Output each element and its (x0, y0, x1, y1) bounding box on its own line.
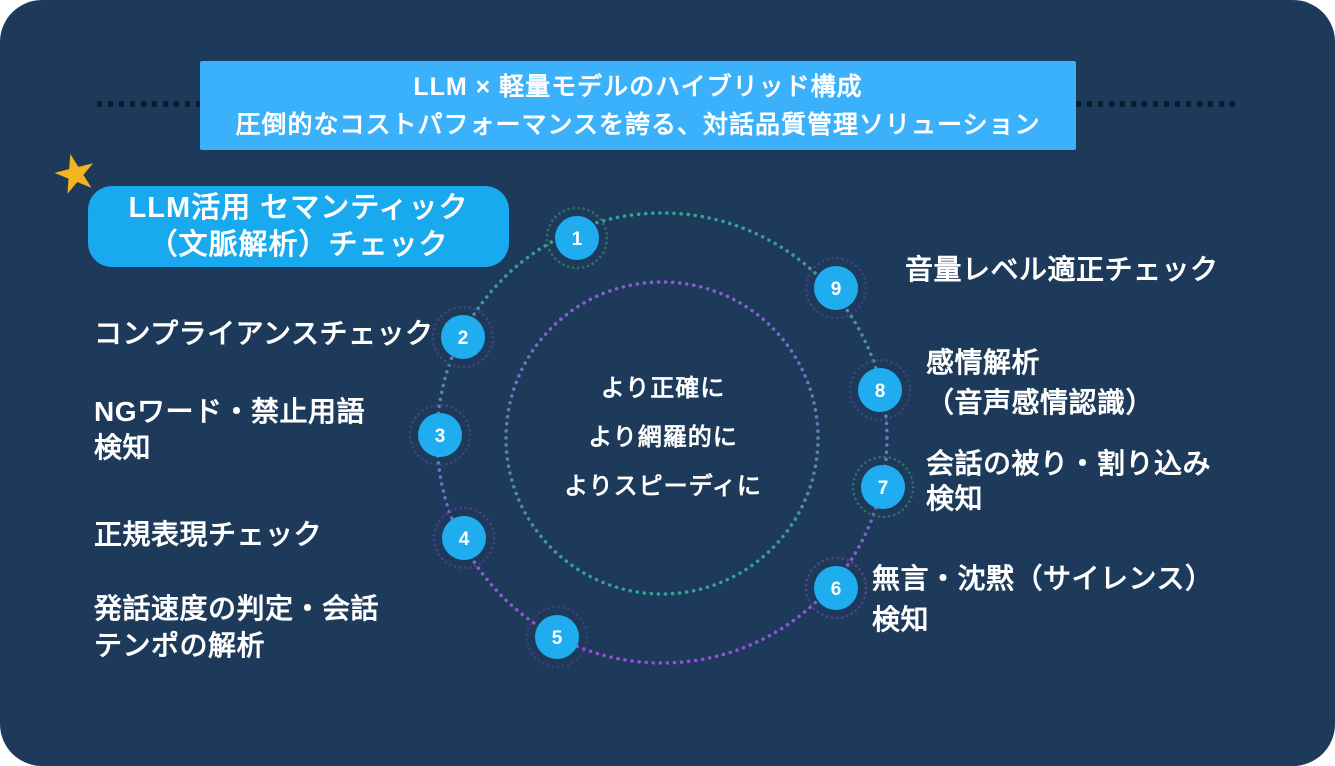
node-5: 5 (525, 605, 589, 669)
outer-dotted-circle (435, 211, 889, 665)
center-benefits-text: より正確に より網羅的に よりスピーディに (540, 364, 786, 511)
feature-item-ng-word-detection: NGワード・禁止用語 検知 (94, 394, 365, 466)
node-circle (555, 216, 599, 260)
feature-item-speech-speed-analysis: 発話速度の判定・会話 テンポの解析 (94, 590, 379, 664)
benefit-line: より網羅的に (588, 424, 738, 451)
feature-item-line: 音量レベル適正チェック (905, 254, 1219, 285)
feature-item-line: 無言・沈黙（サイレンス） (872, 563, 1214, 594)
node-circle (861, 465, 905, 509)
feature-item-overlap-interruption-detection: 会話の被り・割り込み 検知 (926, 446, 1211, 516)
feature-item-line: テンポの解析 (94, 630, 266, 661)
node-dotted-ring (525, 605, 589, 669)
node-circle (441, 315, 485, 359)
banner-line-1: LLM × 軽量モデルのハイブリッド構成 (413, 73, 863, 101)
feature-item-silence-detection: 無言・沈黙（サイレンス） 検知 (872, 558, 1213, 640)
node-9: 9 (804, 256, 868, 320)
node-number: 7 (878, 478, 889, 499)
node-number: 8 (875, 381, 886, 402)
node-dotted-ring (432, 506, 496, 570)
llm-semantic-check-card: LLM活用 セマンティック （文脈解析）チェック (88, 186, 509, 267)
node-dotted-ring (431, 305, 495, 369)
node-number: 9 (831, 279, 842, 300)
feature-item-compliance-check: コンプライアンスチェック (94, 316, 433, 351)
node-6: 6 (804, 556, 868, 620)
node-circle (814, 566, 858, 610)
node-circle (418, 413, 462, 457)
feature-item-line: 検知 (94, 432, 152, 463)
node-dotted-ring (804, 556, 868, 620)
benefit-line: より正確に (600, 375, 726, 402)
node-1: 1 (545, 206, 609, 270)
feature-item-line: 正規表現チェック (94, 519, 323, 550)
node-number: 5 (552, 628, 563, 649)
feature-item-line: 発話速度の判定・会話 (94, 593, 380, 624)
feature-item-regex-check: 正規表現チェック (94, 517, 322, 552)
card-line-2: （文脈解析）チェック (148, 229, 449, 261)
feature-item-line: 会話の被り・割り込み (926, 448, 1212, 479)
feature-item-line: 感情解析 (926, 347, 1041, 378)
node-number: 2 (458, 328, 469, 349)
node-number: 6 (831, 579, 842, 600)
feature-item-volume-level-check: 音量レベル適正チェック (905, 252, 1219, 287)
title-banner: LLM × 軽量モデルのハイブリッド構成 圧倒的なコストパフォーマンスを誇る、対… (200, 61, 1076, 150)
banner-line-2: 圧倒的なコストパフォーマンスを誇る、対話品質管理ソリューション (235, 111, 1041, 139)
node-number: 3 (435, 426, 446, 447)
node-dotted-ring (848, 358, 912, 422)
feature-item-line: 検知 (872, 604, 930, 635)
benefit-line: よりスピーディに (564, 473, 762, 500)
feature-item-line: 検知 (926, 483, 984, 514)
feature-item-line: （音声感情認識） (926, 387, 1155, 418)
node-circle (535, 615, 579, 659)
node-dotted-ring (851, 455, 915, 519)
node-dotted-ring (408, 403, 472, 467)
node-number: 1 (572, 229, 583, 250)
node-4: 4 (432, 506, 496, 570)
node-circle (814, 266, 858, 310)
node-3: 3 (408, 403, 472, 467)
node-8: 8 (848, 358, 912, 422)
node-dotted-ring (804, 256, 868, 320)
feature-item-line: コンプライアンスチェック (94, 318, 434, 349)
inner-dotted-circle (504, 280, 820, 596)
card-line-1: LLM活用 セマンティック (128, 192, 469, 224)
node-circle (858, 368, 902, 412)
node-2: 2 (431, 305, 495, 369)
feature-item-line: NGワード・禁止用語 (94, 396, 366, 427)
feature-item-emotion-analysis: 感情解析 （音声感情認識） (926, 343, 1154, 423)
node-dotted-ring (545, 206, 609, 270)
node-number: 4 (459, 529, 470, 550)
node-circle (442, 516, 486, 560)
node-7: 7 (851, 455, 915, 519)
